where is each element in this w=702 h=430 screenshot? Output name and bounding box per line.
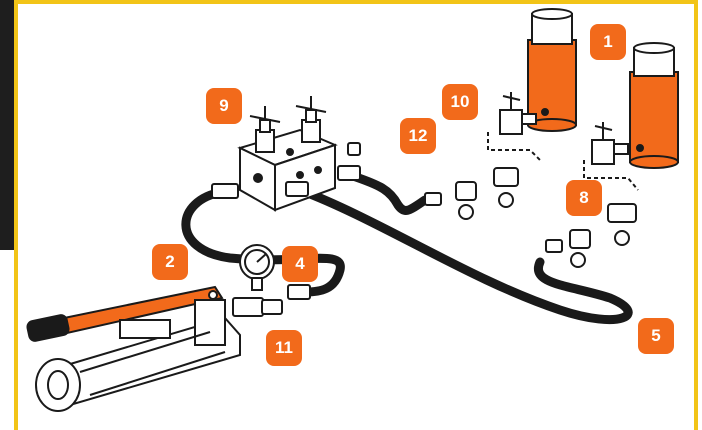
callout-5: 5: [638, 318, 674, 354]
needle-valve-upper: [487, 92, 541, 161]
callout-12: 12: [400, 118, 436, 154]
coupler-12: [424, 167, 519, 220]
callout-8: 8: [566, 180, 602, 216]
callout-9: 9: [206, 88, 242, 124]
cylinder-2: [629, 42, 679, 169]
coupler-8: [545, 203, 637, 268]
manifold-valve-left: [249, 106, 281, 153]
frame-left-border: [14, 0, 18, 430]
needle-valve-lower: [583, 122, 639, 191]
callout-2: 2: [152, 244, 188, 280]
hose-long-loop: [295, 185, 633, 325]
callout-1: 1: [590, 24, 626, 60]
pressure-gauge: [239, 244, 275, 291]
hand-pump: [26, 285, 241, 412]
callout-10: 10: [442, 84, 478, 120]
hose-short: [345, 170, 430, 215]
callout-4: 4: [282, 246, 318, 282]
cylinder-1: [527, 8, 577, 132]
frame-left-bar: [0, 0, 14, 250]
callout-11: 11: [266, 330, 302, 366]
frame-right-border: [694, 0, 698, 430]
manifold-fitting-side: [211, 142, 361, 199]
gauge-adapter: [232, 284, 311, 317]
frame-top-border: [14, 0, 698, 4]
manifold-valve-right: [295, 96, 327, 143]
